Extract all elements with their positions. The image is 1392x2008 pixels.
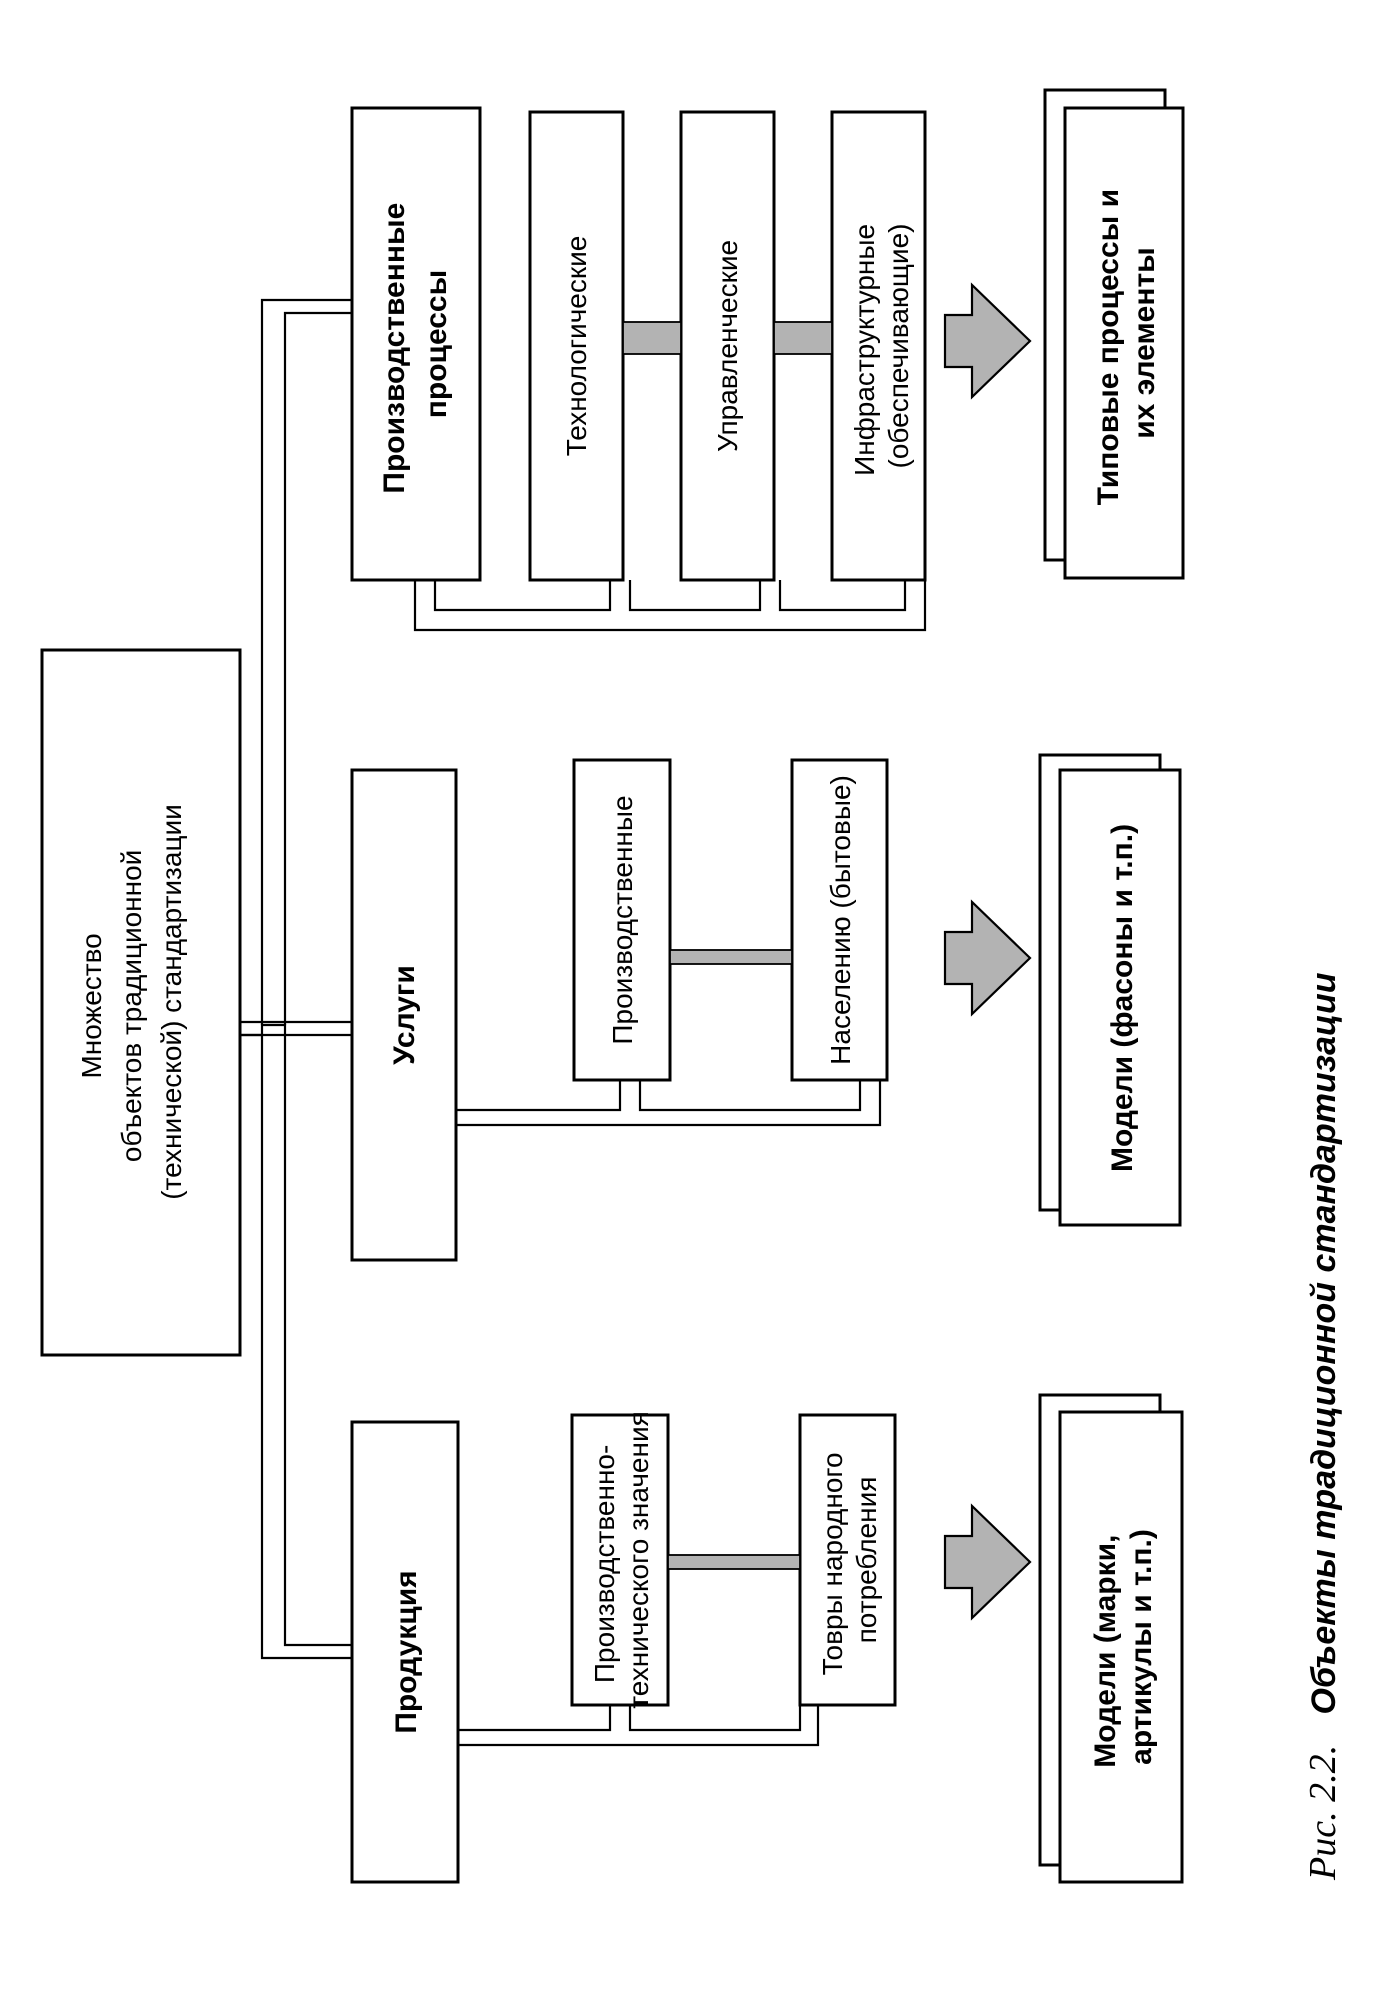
node-services: [350, 768, 458, 1262]
column-processes: Производственные процессы Технологически…: [350, 88, 1185, 582]
connector-bar-processes-2: [773, 321, 833, 355]
node-industrial-goods: [570, 1413, 670, 1707]
node-products-result-label: Модели (марки, артикулы и т.п.): [1089, 1526, 1158, 1767]
node-infrastructure-label: Инфраструктурные (обеспечивающие): [849, 216, 914, 476]
column-services: Услуги Производственные Населению (бытов…: [350, 753, 1182, 1262]
connector-bar-products: [667, 1554, 801, 1570]
node-processes-result-label: Типовые процессы и их элементы: [1092, 181, 1161, 506]
root-node: Множество объектов традиционной (техниче…: [40, 648, 242, 1357]
caption-prefix: Рис. 2.2.: [1302, 1745, 1344, 1881]
node-services-result-label: Модели (фасоны и т.п.): [1106, 824, 1139, 1172]
node-industrial-services-label: Производственные: [607, 795, 638, 1044]
caption-text: Рис. 2.2. Объекты традиционной стандарти…: [1302, 972, 1344, 1881]
connector-bar-processes-1: [622, 321, 682, 355]
node-technological-label: Технологические: [561, 236, 592, 457]
node-household-services: [790, 758, 889, 1082]
node-services-result: [1058, 768, 1182, 1227]
node-consumer-goods-label: Товры народного потребления: [817, 1445, 882, 1676]
node-household-services-label: Населению (бытовые): [825, 775, 856, 1065]
caption-title: Объекты традиционной стандартизации: [1305, 972, 1343, 1714]
node-technological: [528, 110, 625, 582]
column-products: Продукция Производственно- технического …: [350, 1393, 1184, 1884]
arrow-processes: [943, 282, 1032, 400]
node-products: [350, 1420, 460, 1884]
node-processes-result: [1063, 106, 1185, 580]
tree-connectors: [240, 298, 352, 1660]
node-services-label: Услуги: [388, 965, 421, 1065]
node-industrial-goods-label: Производственно- технического значения: [589, 1411, 654, 1709]
root-line-3: (технической) стандартизации: [156, 804, 187, 1200]
node-processes: [350, 106, 482, 582]
node-products-result: [1058, 1410, 1184, 1884]
node-managerial-label: Управленческие: [712, 240, 743, 452]
arrow-products: [943, 1503, 1032, 1621]
arrow-services: [943, 899, 1032, 1017]
node-products-label: Продукция: [390, 1570, 423, 1733]
root-line-2: объектов традиционной: [116, 850, 147, 1162]
root-line-1: Множество: [76, 933, 107, 1078]
root-label: Множество объектов традиционной (техниче…: [76, 804, 187, 1200]
connector-bar-services: [669, 949, 793, 965]
node-infrastructure: [830, 110, 927, 582]
node-processes-label: Производственные процессы: [378, 194, 453, 493]
figure-caption: Рис. 2.2. Объекты традиционной стандарти…: [1302, 972, 1344, 1881]
node-industrial-services: [572, 758, 672, 1082]
